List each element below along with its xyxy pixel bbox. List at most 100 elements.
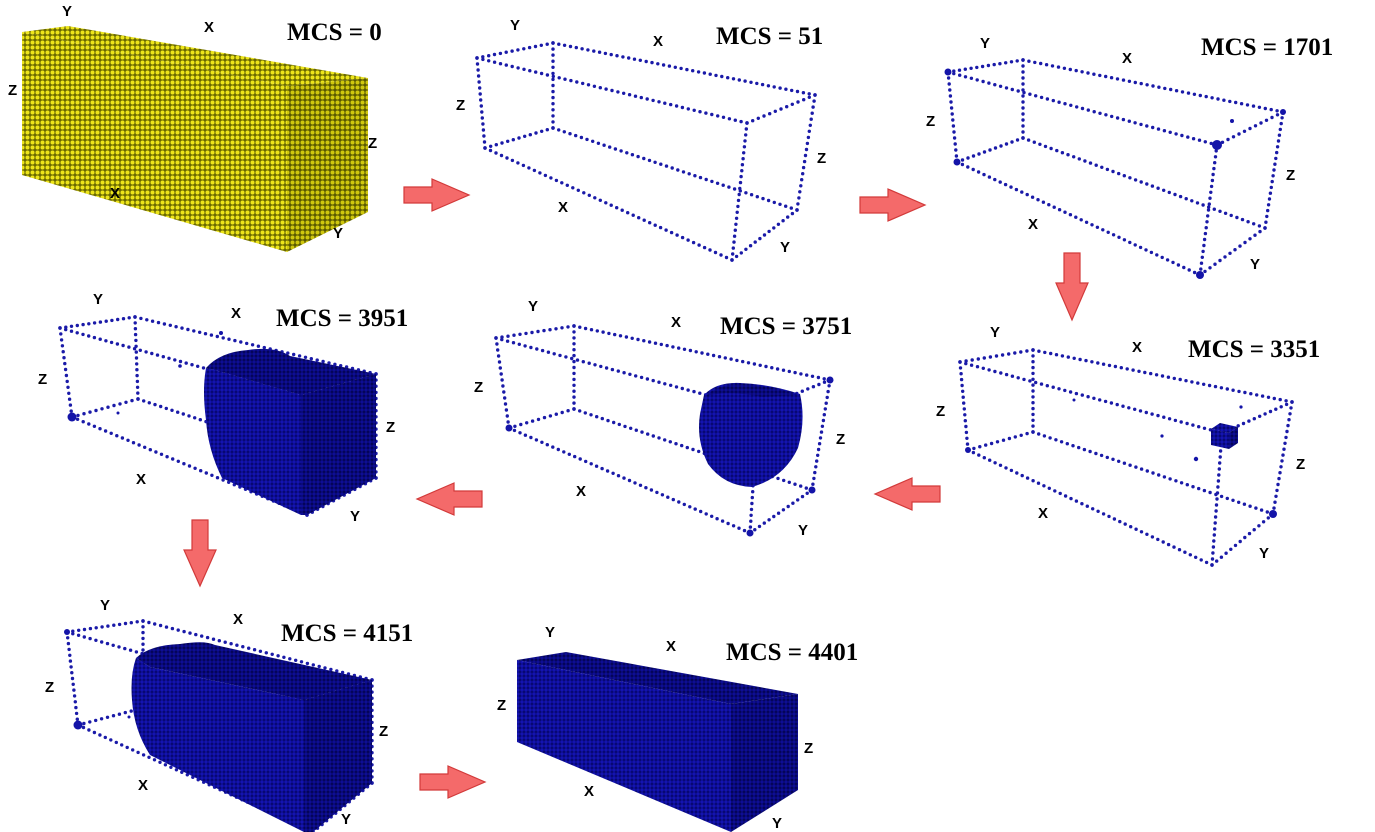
edge-dot (1094, 163, 1098, 167)
edge-dot (986, 63, 991, 68)
edge-dot (971, 167, 975, 172)
edge-dot (963, 75, 968, 79)
edge-dot (740, 169, 744, 173)
edge-dot (545, 42, 549, 46)
edge-dot (511, 341, 516, 345)
edge-dot (1180, 90, 1185, 94)
edge-dot (822, 377, 826, 381)
edge-dot (551, 126, 555, 130)
edge-dot (825, 395, 829, 400)
edge-dot (1115, 402, 1119, 407)
arrow-right (859, 188, 927, 222)
edge-dot (592, 49, 596, 53)
edge-dot (69, 329, 74, 333)
edge-dot (496, 354, 501, 358)
edge-dot (739, 251, 743, 255)
edge-dot (812, 99, 816, 103)
edge-dot (1219, 555, 1224, 559)
edge-dot (957, 68, 962, 72)
edge-dot (500, 378, 504, 382)
axis-label-x: X (1038, 505, 1048, 522)
edge-dot (1051, 385, 1055, 389)
edge-dot (126, 438, 130, 442)
edge-dot (954, 148, 958, 152)
edge-dot (103, 429, 108, 433)
edge-dot (141, 630, 145, 635)
edge-dot (540, 129, 544, 133)
edge-dot (656, 62, 660, 66)
edge-dot (799, 372, 803, 376)
edge-dot (1204, 560, 1209, 565)
edge-dot (558, 353, 562, 358)
edge-dot (1074, 215, 1078, 219)
edge-dot (539, 71, 544, 76)
edge-dot (971, 450, 976, 455)
edge-dot (1209, 184, 1214, 189)
edge-dot (1192, 92, 1197, 97)
edge-dot (564, 355, 568, 359)
edge-dot (791, 501, 795, 505)
edge-dot (594, 464, 599, 468)
edge-dot (152, 758, 157, 762)
edge-dot (105, 715, 110, 719)
edge-dot (87, 422, 91, 426)
edge-dot (1127, 79, 1132, 84)
edge-dot (123, 621, 128, 626)
edge-dot (781, 368, 786, 372)
edge-dot (1208, 196, 1212, 200)
edge-dot (1004, 142, 1009, 146)
edge-dot (81, 420, 85, 424)
edge-dot (1092, 396, 1096, 400)
edge-dot (1277, 133, 1282, 137)
edge-dot (239, 340, 243, 344)
edge-dot (1071, 444, 1075, 448)
edge-dot (1038, 142, 1042, 146)
edge-dot (1072, 356, 1076, 360)
edge-dot (704, 512, 708, 516)
edge-dot (554, 178, 559, 183)
edge-dot (744, 127, 748, 131)
edge-dot (303, 355, 308, 359)
edge-dot (1088, 449, 1092, 454)
edge-dot (66, 385, 70, 389)
edge-dot (576, 188, 580, 192)
edge-dot (133, 321, 137, 325)
edge-dot (76, 413, 80, 418)
edge-dot (1150, 412, 1154, 416)
axis-label-z: Z (1296, 456, 1305, 473)
edge-dot (1014, 187, 1019, 192)
edge-dot (1212, 207, 1217, 211)
edge-dot (984, 443, 988, 447)
edge-dot (321, 359, 325, 364)
mcs-label: MCS = 3351 (1188, 336, 1320, 363)
edge-dot (252, 648, 257, 652)
edge-dot (574, 45, 578, 50)
axis-label-z: Z (379, 723, 388, 740)
edge-dot (1263, 412, 1267, 416)
edge-dot (92, 321, 97, 325)
edge-dot (696, 70, 701, 74)
edge-dot (131, 748, 135, 752)
edge-dot (802, 98, 806, 102)
edge-dot (1199, 261, 1204, 265)
edge-dot (141, 625, 145, 629)
edge-dot (621, 55, 625, 59)
edge-dot (1190, 380, 1194, 384)
edge-dot (494, 151, 498, 155)
edge-dot (626, 211, 630, 215)
edge-dot (1268, 409, 1273, 414)
edge-dot (697, 243, 701, 247)
edge-dot (505, 414, 509, 418)
edge-dot (1219, 386, 1224, 390)
edge-dot (288, 657, 292, 661)
edge-dot (751, 490, 755, 494)
edge-dot (772, 200, 776, 205)
edge-dot (1210, 557, 1215, 561)
axis-label-z: Z (456, 97, 465, 114)
edge-dot (657, 100, 661, 104)
edge-dot (1010, 374, 1015, 378)
edge-dot (679, 66, 683, 71)
edge-dot (476, 74, 481, 78)
edge-dot (104, 319, 108, 323)
edge-dot (1139, 122, 1143, 127)
